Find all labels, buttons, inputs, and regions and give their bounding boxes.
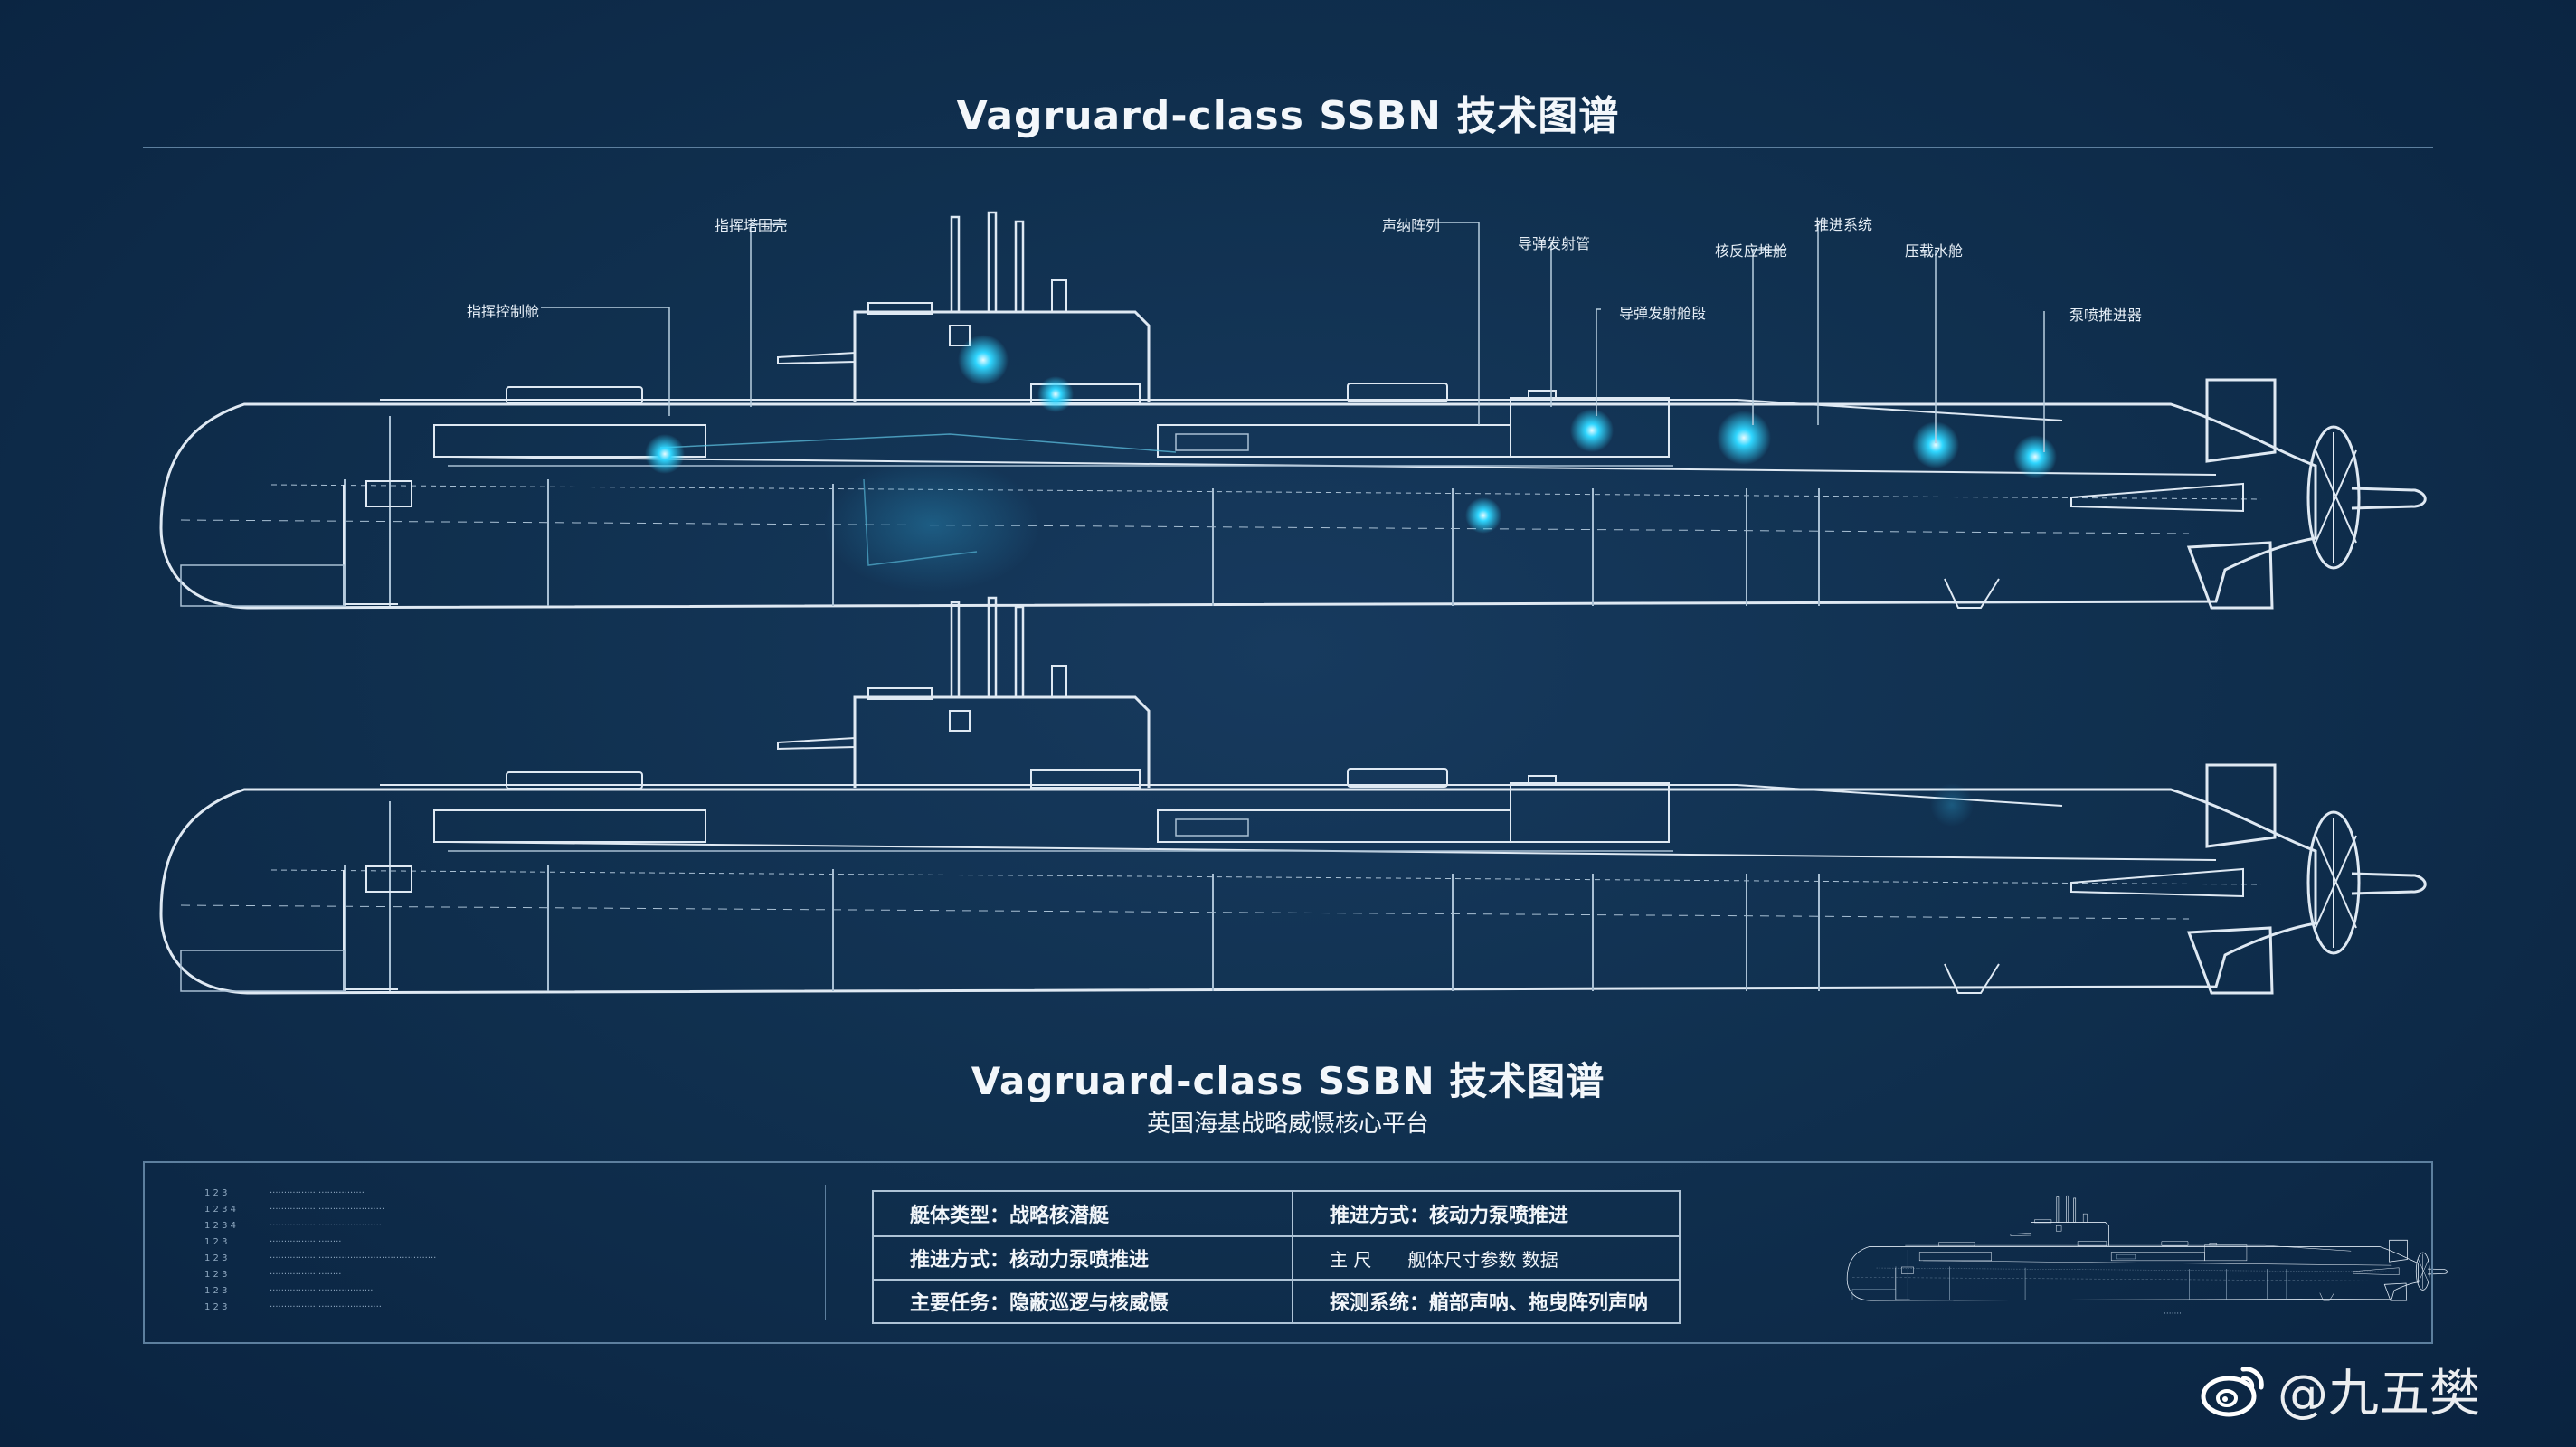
note-row: 1 2 3 4·································…: [204, 1220, 382, 1231]
section-subtitle: 英国海基战略威慑核心平台: [1146, 1111, 1429, 1138]
spec-sensors: 探测系统：艏部声呐、拖曳阵列声呐: [1292, 1279, 1679, 1322]
info-panel: 1 2 3································· 1…: [143, 1161, 2433, 1344]
callout-sonar: 声纳阵列: [1382, 217, 1441, 234]
note-row: 1 2 3···································…: [204, 1285, 374, 1296]
watermark: @九五樊: [2200, 1353, 2480, 1426]
glow-markers: [645, 335, 2057, 534]
note-row: 1 2 3···································…: [204, 1253, 437, 1263]
mini-view-caption: ·······: [2164, 1310, 2183, 1319]
callout-propulsion: 推进系统: [1814, 216, 1873, 233]
submarine-side-view-top: [159, 211, 2427, 610]
panel-divider: [825, 1185, 826, 1320]
title-divider: [143, 147, 2433, 148]
note-row: 1 2 3 4·································…: [204, 1204, 385, 1215]
spec-table: 艇体类型：战略核潜艇 推进方式：核动力泵喷推进 推进方式：核动力泵喷推进 主 尺…: [872, 1190, 1681, 1324]
watermark-text: @九五樊: [2278, 1365, 2480, 1423]
spec-propulsion: 推进方式：核动力泵喷推进: [1292, 1192, 1679, 1235]
callout-command-room: 指挥控制舱: [467, 303, 540, 320]
note-row: 1 2 3···································…: [204, 1301, 382, 1312]
page-title: Vagruard-class SSBN 技术图谱: [956, 93, 1620, 139]
spec-dimensions: 主 尺舰体尺寸参数 数据: [1292, 1235, 1679, 1279]
notes-list: 1 2 3································· 1…: [204, 1185, 436, 1315]
callout-reactor: 核反应堆舱: [1715, 242, 1788, 260]
callout-leaders: [541, 222, 2045, 452]
note-row: 1 2 3·························: [204, 1269, 342, 1280]
weibo-icon: [2201, 1366, 2264, 1416]
submarine-side-view-bottom: [159, 596, 2427, 995]
callout-ballast: 压载水舱: [1905, 242, 1964, 260]
callout-sail: 指挥塔围壳: [715, 217, 788, 234]
spec-propulsion-2: 推进方式：核动力泵喷推进: [874, 1235, 1292, 1279]
callout-pumpjet: 泵喷推进器: [2069, 307, 2143, 324]
callout-missile-section: 导弹发射舱段: [1619, 305, 1707, 322]
note-row: 1 2 3·································: [204, 1187, 365, 1198]
note-row: 1 2 3·························: [204, 1236, 342, 1247]
spec-hull-type: 艇体类型：战略核潜艇: [910, 1205, 1110, 1227]
spec-mission: 主要任务：隐蔽巡逻与核威慑: [874, 1279, 1292, 1322]
callout-missile-tubes: 导弹发射管: [1518, 235, 1591, 252]
section-title: Vagruard-class SSBN 技术图谱: [971, 1059, 1605, 1103]
